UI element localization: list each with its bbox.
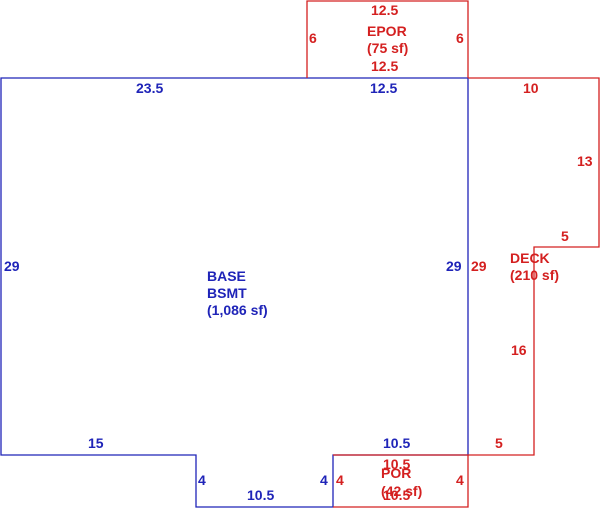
base-area-label-line3: (1,086 sf) (207, 302, 268, 318)
epor-dim-top: 12.5 (371, 2, 398, 18)
deck-dim-right-lower: 16 (511, 342, 527, 358)
base-dim-notch-left: 4 (198, 472, 206, 488)
epor-dim-bottom: 12.5 (371, 58, 398, 74)
deck-area-label-line1: DECK (510, 250, 550, 266)
base-dim-notch-right: 4 (320, 472, 328, 488)
por-dim-right: 4 (456, 472, 464, 488)
epor-dim-right: 6 (456, 30, 464, 46)
deck-area-label-line2: (210 sf) (510, 267, 559, 283)
deck-dim-step: 5 (561, 228, 569, 244)
base-area-label-line2: BSMT (207, 285, 247, 301)
deck-dim-left: 29 (471, 258, 487, 274)
por-area-label-line1: POR (381, 465, 411, 481)
base-dim-top-right: 12.5 (370, 80, 397, 96)
epor-outline (306, 0, 469, 78)
por-dim-top: 10.5 (383, 456, 410, 472)
deck-outline (468, 77, 600, 456)
por-area-label-line2: (42 sf) (381, 483, 422, 499)
por-outline (333, 454, 469, 508)
epor-dim-left: 6 (309, 30, 317, 46)
base-dim-bottom-left: 15 (88, 435, 104, 451)
por-dim-bottom: 10.5 (383, 487, 410, 503)
base-dim-notch-bottom: 10.5 (247, 487, 274, 503)
base-dim-left: 29 (4, 258, 20, 274)
base-dim-top-left: 23.5 (136, 80, 163, 96)
deck-dim-top: 10 (523, 80, 539, 96)
deck-dim-right-upper: 13 (577, 153, 593, 169)
epor-area-label-line2: (75 sf) (367, 40, 408, 56)
base-area-label-line1: BASE (207, 268, 246, 284)
base-dim-bottom-right: 10.5 (383, 435, 410, 451)
base-dim-right: 29 (446, 258, 462, 274)
por-dim-left: 4 (336, 472, 344, 488)
deck-dim-bottom: 5 (495, 435, 503, 451)
epor-area-label-line1: EPOR (367, 23, 407, 39)
